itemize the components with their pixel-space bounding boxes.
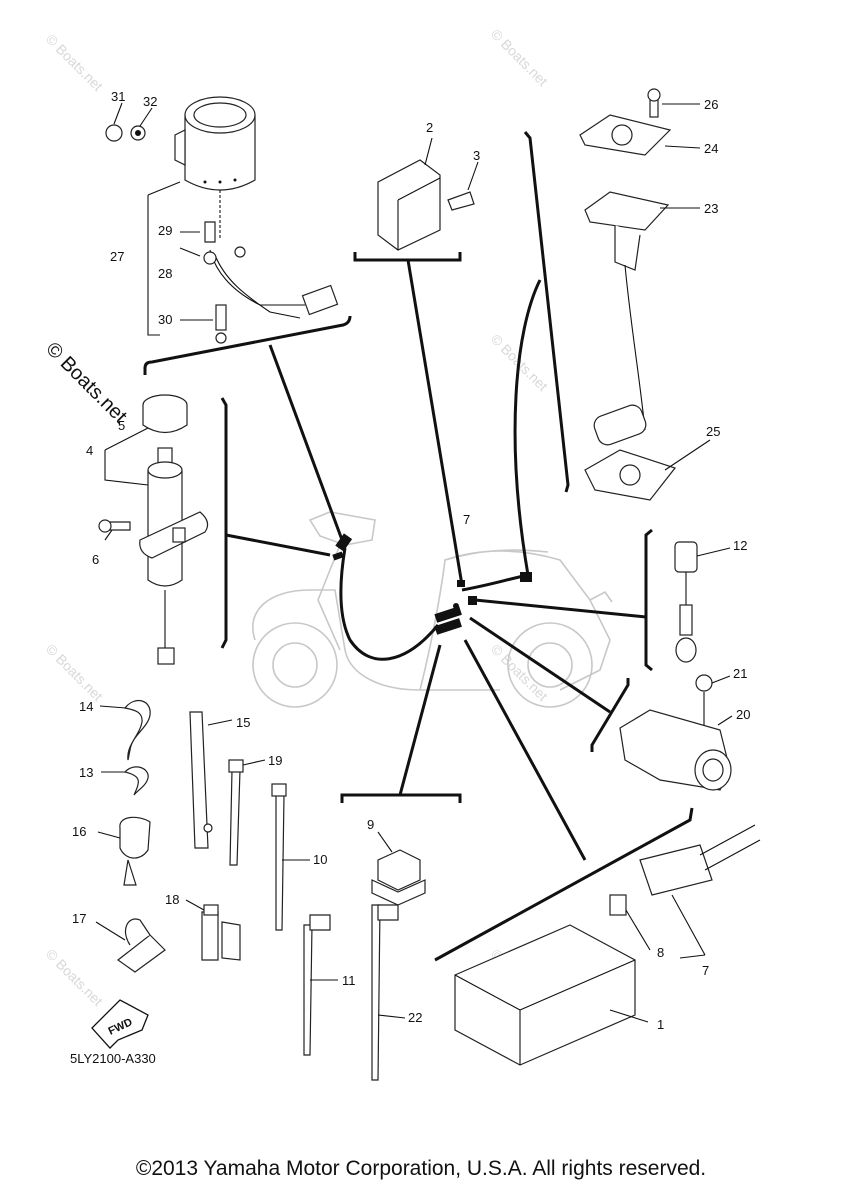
callout-10: 10: [313, 852, 327, 867]
bracket-meter: [143, 315, 352, 375]
regulator-part: [377, 137, 479, 251]
callout-1: 1: [657, 1017, 664, 1032]
watermark-1: © Boats.net: [43, 31, 106, 94]
callout-31: 31: [111, 89, 125, 104]
callout-25: 25: [706, 424, 720, 439]
callout-14: 14: [79, 699, 93, 714]
callout-18: 18: [165, 892, 179, 907]
bracket-relay: [340, 793, 462, 803]
callout-26: 26: [704, 97, 718, 112]
fwd-arrow: FWD: [91, 999, 149, 1049]
ignition-coil-part: [619, 674, 733, 791]
bracket-fuel-sender: [523, 131, 570, 493]
callout-21: 21: [733, 666, 747, 681]
bracket-regulator: [353, 252, 462, 262]
callout-22: 22: [408, 1010, 422, 1025]
speedometer-assembly: [105, 96, 339, 344]
callout-12: 12: [733, 538, 747, 553]
relay-part: [371, 831, 426, 906]
sensor-12-part: [674, 541, 731, 663]
watermark-6: © Boats.net: [43, 946, 106, 1009]
bracket-sensor-12: [644, 528, 653, 672]
callout-27: 27: [110, 249, 124, 264]
callout-7-harness: 7: [463, 512, 470, 527]
callout-30: 30: [158, 312, 172, 327]
callout-28: 28: [158, 266, 172, 281]
copyright-notice: ©2013 Yamaha Motor Corporation, U.S.A. A…: [135, 1157, 707, 1180]
callout-6: 6: [92, 552, 99, 567]
callout-19: 19: [268, 753, 282, 768]
watermark-2: © Boats.net: [488, 26, 551, 89]
callout-15: 15: [236, 715, 250, 730]
diagram-code: 5LY2100-A330: [70, 1051, 156, 1066]
callout-labels: 1 2 3 4 5 6 7 7 8 9 10 11 12 13 14 15 16…: [72, 89, 750, 1032]
bracket-ignition-coil: [590, 678, 630, 752]
leader-lines: [143, 131, 694, 962]
callout-9: 9: [367, 817, 374, 832]
callout-29: 29: [158, 223, 172, 238]
callout-32: 32: [143, 94, 157, 109]
bracket-main-switch: [220, 397, 228, 649]
callout-13: 13: [79, 765, 93, 780]
main-switch-part: [98, 394, 209, 665]
watermarks: © Boats.net © Boats.net © Boats.net © Bo…: [41, 26, 551, 1009]
wire-harness: [332, 533, 532, 635]
callout-7-coupler: 7: [702, 963, 709, 978]
callout-20: 20: [736, 707, 750, 722]
callout-17: 17: [72, 911, 86, 926]
callout-3: 3: [473, 148, 480, 163]
watermark-4: © Boats.net: [43, 641, 106, 704]
callout-4: 4: [86, 443, 93, 458]
callout-16: 16: [72, 824, 86, 839]
callout-23: 23: [704, 201, 718, 216]
callout-5: 5: [118, 418, 125, 433]
callout-11: 11: [342, 973, 356, 988]
callout-24: 24: [704, 141, 718, 156]
fuel-sender-part: [579, 88, 711, 501]
callout-2: 2: [426, 120, 433, 135]
watermark-large: © Boats.net: [41, 338, 131, 428]
callout-8: 8: [657, 945, 664, 960]
ecu-part: [454, 824, 761, 1066]
clamps-and-bands: [95, 699, 406, 1081]
bracket-ecu: [434, 807, 694, 962]
scooter-outline: [252, 511, 613, 708]
